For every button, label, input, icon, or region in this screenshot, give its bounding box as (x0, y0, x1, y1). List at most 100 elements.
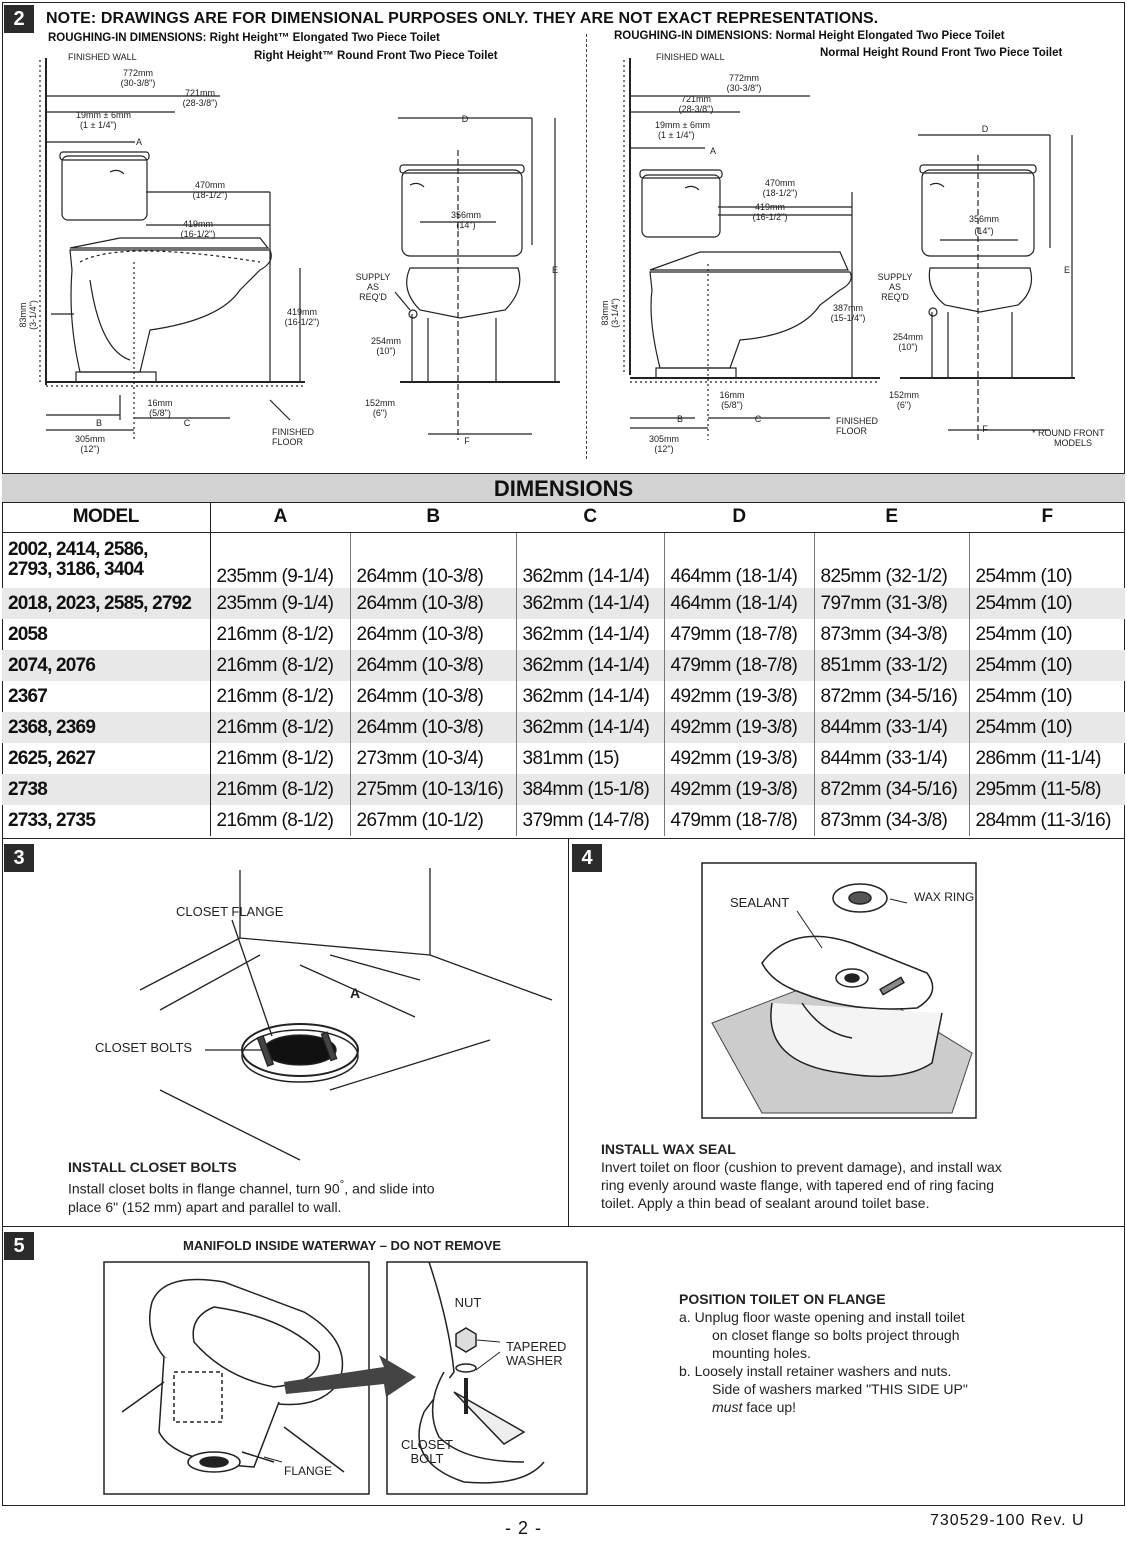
dimension-cell-a: 216mm (8-1/2) (209, 619, 350, 650)
dimension-cell-f: 254mm (10) (968, 532, 1125, 588)
tapered-washer-label-2: WASHER (506, 1353, 563, 1368)
dimension-cell-a: 216mm (8-1/2) (209, 774, 350, 805)
dim-152-in-right: (6") (896, 400, 912, 410)
right-heading-2: Normal Height Round Front Two Piece Toil… (820, 47, 1063, 59)
dimension-cell-c: 362mm (14-1/4) (515, 650, 664, 681)
toilet-on-flange-drawing (103, 1261, 588, 1495)
dim-254-in-left: (10") (376, 346, 396, 356)
table-bottom-rule (2, 838, 1125, 839)
dim-470-left: 470mm (194, 180, 225, 190)
supply-1-left: SUPPLY (355, 272, 391, 282)
table-header-row: MODEL A B C D E F (2, 503, 1125, 533)
dim-83-in-left: (3-1/4") (28, 300, 38, 330)
dim-721-right: 721mm (680, 94, 711, 104)
dimension-cell-a: 216mm (8-1/2) (209, 805, 350, 836)
dim-19-right: 19mm ± 6mm (655, 120, 710, 130)
section5-top-rule (2, 1226, 1125, 1227)
dimension-cell-b: 264mm (10-3/8) (349, 712, 516, 743)
dim-419-right: 419mm (754, 202, 785, 212)
model-cell: 2074, 2076 (2, 650, 211, 681)
dimension-cell-e: 872mm (34-5/16) (813, 774, 969, 805)
model-cell: 2002, 2414, 2586, 2793, 3186, 3404 (2, 532, 211, 588)
closet-bolt-label-2: BOLT (410, 1451, 444, 1466)
step-b-line-1: b. Loosely install retainer washers and … (679, 1363, 952, 1379)
header-e: E (814, 503, 969, 533)
wax-seal-drawing (701, 862, 977, 1119)
step-a-line-3: mounting holes. (712, 1345, 811, 1361)
round-front-label-1: * ROUND FRONT (1032, 428, 1105, 438)
dimension-cell-f: 254mm (10) (968, 681, 1125, 712)
dim-152-in-left: (6") (372, 408, 388, 418)
dimension-cell-d: 492mm (19-3/8) (663, 743, 814, 774)
dim-356-in-left: (14") (456, 220, 476, 230)
right-heading-1: ROUGHING-IN DIMENSIONS: Normal Height El… (614, 30, 1005, 42)
dim-356-in-right: (14") (974, 226, 994, 236)
step-a-line-2: on closet flange so bolts project throug… (712, 1327, 960, 1343)
tapered-washer-label-1: TAPERED (506, 1339, 567, 1354)
step-2-badge: 2 (4, 5, 34, 33)
step-4-badge: 4 (572, 844, 602, 872)
dim-419-in-right: (16-1/2") (752, 212, 788, 222)
dim-152-right: 152mm (888, 390, 919, 400)
model-cell: 2733, 2735 (2, 805, 211, 836)
section4-line-2: ring evenly around waste flange, with ta… (601, 1177, 995, 1193)
dim-B-right: B (676, 414, 683, 424)
model-cell: 2738 (2, 774, 211, 805)
dim-A-left: A (135, 137, 142, 147)
dimension-cell-c: 362mm (14-1/4) (515, 681, 664, 712)
header-b: B (350, 503, 516, 533)
dimension-cell-c: 362mm (14-1/4) (515, 532, 664, 588)
dimension-cell-e: 872mm (34-5/16) (813, 681, 969, 712)
dimensional-note: NOTE: DRAWINGS ARE FOR DIMENSIONAL PURPO… (46, 10, 879, 27)
dim-19-in-right: (1 ± 1/4") (658, 130, 695, 140)
nut-label: NUT (454, 1295, 482, 1310)
supply-1-right: SUPPLY (877, 272, 913, 282)
dimension-cell-b: 273mm (10-3/4) (349, 743, 516, 774)
document-id: 730529-100 Rev. U (930, 1512, 1085, 1529)
dimension-cell-e: 797mm (31-3/8) (813, 588, 969, 619)
left-side-view-drawing (39, 58, 1075, 440)
dim-470-right: 470mm (764, 178, 795, 188)
dimension-cell-c: 362mm (14-1/4) (515, 712, 664, 743)
wax-ring-label: WAX RING (914, 890, 975, 904)
dim-83-in-right: (3-1/4") (610, 298, 620, 328)
section34-divider (568, 838, 569, 1226)
header-a: A (210, 503, 350, 533)
dim-419b-in-left: (16-1/2") (284, 317, 320, 327)
dimension-cell-b: 264mm (10-3/8) (349, 650, 516, 681)
dim-470-in-right: (18-1/2") (762, 188, 798, 198)
dimension-cell-e: 851mm (33-1/2) (813, 650, 969, 681)
dimension-cell-b: 267mm (10-1/2) (349, 805, 516, 836)
dim-A-right: A (709, 146, 716, 156)
dim-16-in-left: (5/8") (149, 408, 171, 418)
dimension-cell-d: 492mm (19-3/8) (663, 774, 814, 805)
round-front-label-2: MODELS (1053, 438, 1092, 448)
dim-772-in-left: (30-3/8") (120, 78, 156, 88)
model-cell: 2367 (2, 681, 211, 712)
dimension-cell-f: 254mm (10) (968, 712, 1125, 743)
section3-title: INSTALL CLOSET BOLTS (68, 1159, 237, 1175)
spacing-A-label: A (350, 985, 361, 1001)
dim-C-left: C (183, 418, 191, 428)
dim-16-in-right: (5/8") (721, 400, 743, 410)
dim-254-right: 254mm (892, 332, 923, 342)
section2-divider (586, 34, 587, 459)
step-b-line-3: must face up! (712, 1399, 797, 1415)
dimension-cell-a: 235mm (9-1/4) (209, 532, 350, 588)
finished-floor-label-left-1: FINISHED (272, 427, 315, 437)
dim-83-right: 83mm (600, 300, 610, 326)
header-c: C (516, 503, 664, 533)
dimension-cell-f: 286mm (11-1/4) (968, 743, 1125, 774)
header-f: F (969, 503, 1125, 533)
manifold-label: MANIFOLD INSIDE WATERWAY – DO NOT REMOVE (183, 1238, 502, 1253)
dim-419-left: 419mm (182, 219, 213, 229)
flange-label: FLANGE (284, 1464, 333, 1478)
supply-3-right: REQ'D (881, 292, 909, 302)
dimension-cell-a: 235mm (9-1/4) (209, 588, 350, 619)
dim-387-in-right: (15-1/4") (830, 313, 866, 323)
supply-3-left: REQ'D (359, 292, 387, 302)
dimension-cell-b: 264mm (10-3/8) (349, 532, 516, 588)
